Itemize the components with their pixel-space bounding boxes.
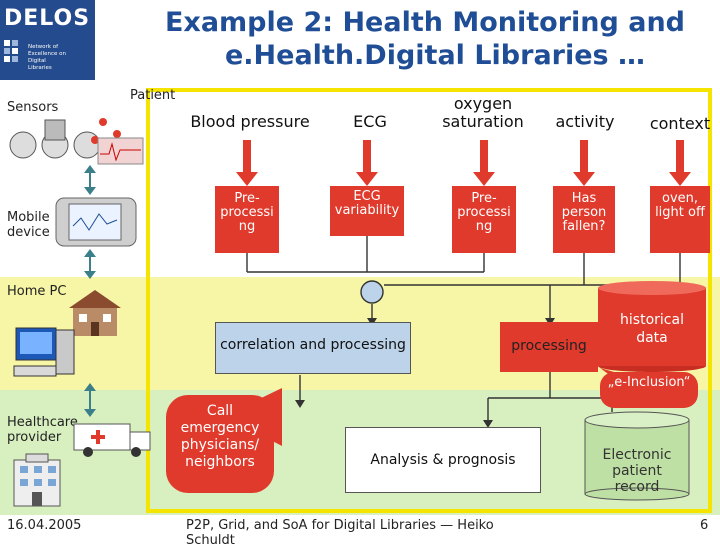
e-inclusion-callout: „e-Inclusion“ bbox=[600, 372, 698, 408]
pda-icon bbox=[55, 197, 137, 247]
yellow-frame bbox=[146, 88, 712, 513]
hospital-icon bbox=[13, 453, 61, 507]
home-pc-label: Home PC bbox=[7, 284, 67, 299]
correlation-box: correlation and processing bbox=[215, 322, 411, 374]
sensor-device-icon bbox=[9, 118, 144, 165]
header-ecg: ECG bbox=[353, 112, 387, 131]
footer-page-number: 6 bbox=[700, 518, 709, 533]
healthcare-provider-label: Healthcare provider bbox=[7, 415, 78, 445]
delos-logo: DELOS Network of Excellence on Digital L… bbox=[0, 0, 95, 80]
preprocessing-box-1: Pre-processi ng bbox=[215, 186, 279, 253]
header-oxygen: oxygen saturation bbox=[442, 94, 524, 131]
preprocessing-box-2: Pre-processi ng bbox=[452, 186, 516, 253]
computer-icon bbox=[13, 327, 75, 377]
processing-box: processing bbox=[500, 322, 598, 372]
ecg-variability-box: ECG variability bbox=[330, 186, 404, 236]
historical-data-label: historical data bbox=[620, 312, 684, 346]
epr-cylinder bbox=[584, 411, 690, 501]
epr-label: Electronic patient record bbox=[602, 447, 672, 495]
ambulance-icon bbox=[73, 423, 151, 457]
mobile-device-label: Mobile device bbox=[7, 210, 50, 240]
footer-date: 16.04.2005 bbox=[7, 518, 82, 533]
call-emergency-box: Call emergency physicians/ neighbors bbox=[166, 395, 274, 493]
logo-emblem-icon bbox=[4, 40, 18, 62]
title-line-1: Example 2: Health Monitoring and bbox=[164, 7, 686, 38]
slide-title: Example 2: Health Monitoring and e.Healt… bbox=[135, 6, 715, 72]
title-line-2: e.Health.Digital Libraries … bbox=[224, 40, 646, 71]
analysis-box: Analysis & prognosis bbox=[345, 427, 541, 493]
left-arrows bbox=[84, 165, 96, 417]
oven-box: oven, light off bbox=[650, 186, 710, 253]
header-activity: activity bbox=[555, 112, 615, 131]
house-icon bbox=[69, 290, 121, 336]
header-context: context bbox=[649, 114, 711, 133]
historical-data-cylinder bbox=[598, 281, 706, 372]
logo-word: DELOS bbox=[4, 6, 91, 31]
logo-subtitle: Network of Excellence on Digital Librari… bbox=[28, 44, 66, 71]
footer-center: P2P, Grid, and SoA for Digital Libraries… bbox=[186, 518, 494, 548]
patient-label: Patient bbox=[130, 88, 176, 103]
sensors-label: Sensors bbox=[7, 100, 59, 115]
has-fallen-box: Has person fallen? bbox=[553, 186, 615, 253]
header-blood-pressure: Blood pressure bbox=[190, 112, 310, 131]
